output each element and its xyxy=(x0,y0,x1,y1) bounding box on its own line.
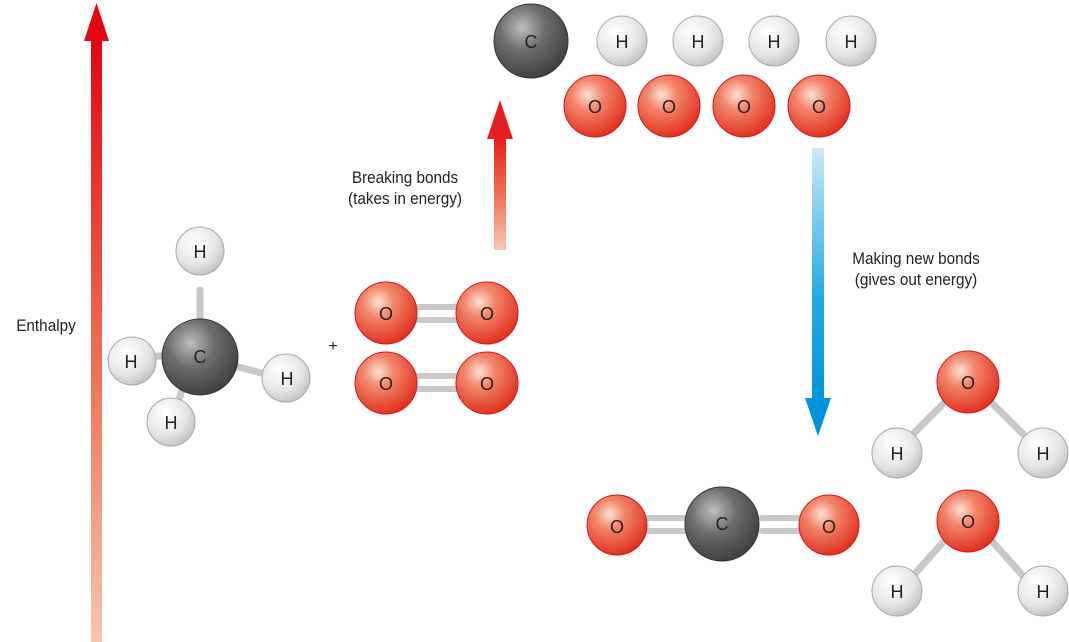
atom-label: H xyxy=(845,32,858,52)
atom-label: O xyxy=(812,97,826,117)
oxygen-molecule: O O xyxy=(354,351,519,415)
atom-label: O xyxy=(610,517,624,537)
atom-label: O xyxy=(737,97,751,117)
atom-label: H xyxy=(165,413,178,433)
breaking-line1: Breaking bonds xyxy=(351,168,459,187)
enthalpy-arrow xyxy=(84,3,109,642)
atom-label: H xyxy=(692,32,705,52)
atom-label: O xyxy=(588,97,602,117)
making-line2: (gives out energy) xyxy=(854,270,978,289)
water-molecule: O H H xyxy=(871,350,1069,479)
atom-label: O xyxy=(961,512,975,532)
atom-label: H xyxy=(194,242,207,262)
atom-label: C xyxy=(194,347,207,367)
atom-label: O xyxy=(662,97,676,117)
carbon-dioxide-molecule: O C O xyxy=(586,486,860,562)
atom-label: O xyxy=(822,517,836,537)
atom-label: H xyxy=(1037,444,1050,464)
atom-label: H xyxy=(616,32,629,52)
water-molecule: O H H xyxy=(871,489,1069,617)
making-line1: Making new bonds xyxy=(852,249,980,268)
making-bonds-arrow xyxy=(805,148,831,436)
enthalpy-label: Enthalpy xyxy=(16,316,76,335)
breaking-line2: (takes in energy) xyxy=(348,189,462,208)
atom-label: O xyxy=(480,374,494,394)
atom-label: O xyxy=(480,304,494,324)
atom-label: C xyxy=(525,32,538,52)
atom-label: H xyxy=(891,444,904,464)
oxygen-molecule: O O xyxy=(354,281,519,345)
methane-molecule: H H H C H xyxy=(107,226,311,447)
atom-label: O xyxy=(379,374,393,394)
atom-label: H xyxy=(125,352,138,372)
atom-label: H xyxy=(1037,582,1050,602)
atom-label: O xyxy=(961,373,975,393)
atom-label: H xyxy=(281,369,294,389)
breaking-bonds-arrow xyxy=(487,100,513,250)
atom-label: O xyxy=(379,304,393,324)
separated-atoms: C H H H H O O O O xyxy=(493,3,877,138)
breaking-bonds-caption: Breaking bonds (takes in energy) xyxy=(329,167,482,209)
plus-sign: + xyxy=(328,338,337,355)
making-bonds-caption: Making new bonds (gives out energy) xyxy=(835,248,997,290)
atom-label: C xyxy=(716,514,729,534)
atom-label: H xyxy=(768,32,781,52)
atom-label: H xyxy=(891,582,904,602)
